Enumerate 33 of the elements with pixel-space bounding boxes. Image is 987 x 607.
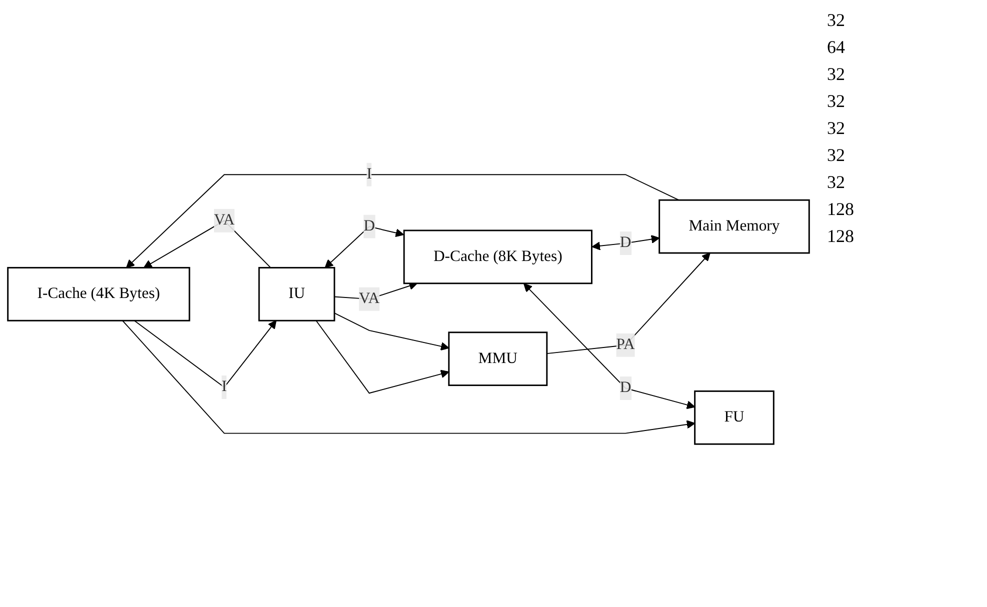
arrow (122, 320, 696, 434)
edge-label: I (366, 166, 372, 182)
arrow (126, 174, 680, 268)
edge-label: D (620, 234, 632, 252)
edge-label: VA (214, 212, 235, 229)
node-box: MMU (448, 332, 548, 386)
bus-width-label: 32 (827, 10, 846, 31)
node-box: IU (258, 267, 336, 322)
bus-width-label: 32 (827, 118, 846, 139)
bus-width-label: 32 (827, 145, 846, 166)
bus-width-label: 128 (827, 199, 855, 220)
arrow (334, 282, 418, 300)
arrow (134, 320, 277, 388)
bus-width-label: 32 (827, 91, 846, 112)
node-box: Main Memory (658, 199, 810, 254)
arrow (546, 252, 710, 354)
bus-width-label: 64 (827, 37, 846, 58)
bus-width-label: 32 (827, 64, 846, 85)
node-box: D-Cache (8K Bytes) (403, 230, 592, 284)
arrow (592, 234, 660, 250)
arrow (324, 226, 404, 268)
arrow (334, 312, 450, 351)
bus-width-label: 32 (827, 172, 846, 193)
edge-label: I (222, 378, 227, 396)
arrow (316, 320, 450, 394)
edge-label: D (364, 218, 375, 234)
edge-label: PA (616, 336, 635, 353)
bus-width-label: 128 (827, 226, 855, 247)
arrow (523, 283, 696, 410)
edge-label: VA (358, 290, 380, 307)
edge-label: D (620, 379, 632, 396)
node-box: FU (694, 390, 774, 445)
node-box: I-Cache (4K Bytes) (7, 267, 190, 322)
